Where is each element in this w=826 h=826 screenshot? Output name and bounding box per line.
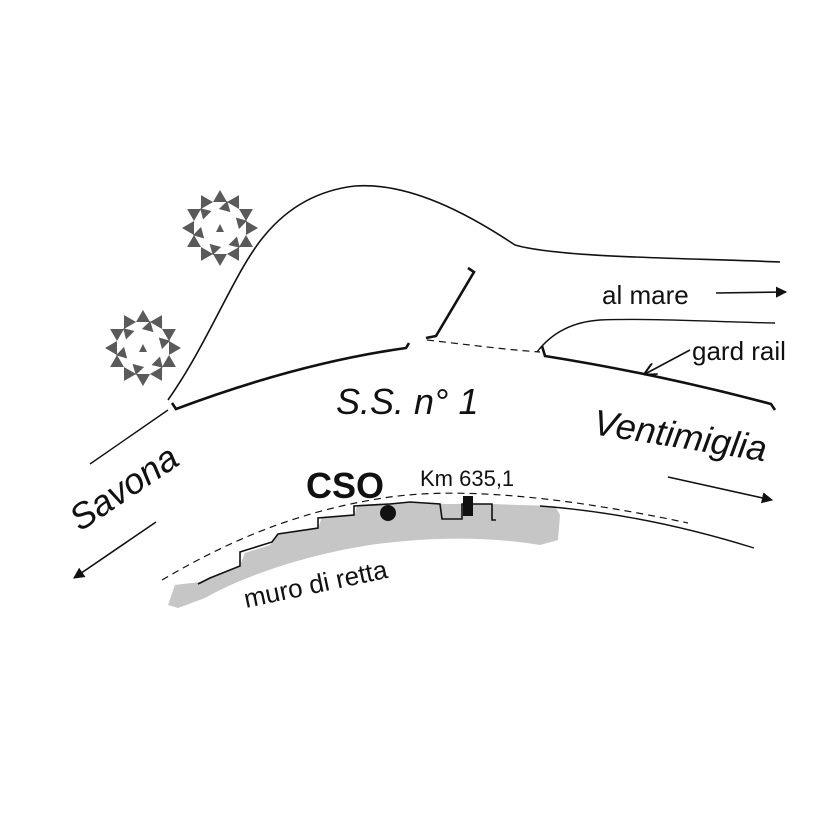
retaining-wall <box>168 502 560 608</box>
tree-icon <box>105 310 181 386</box>
station-dot-icon <box>380 505 396 521</box>
label-station: CSO <box>306 465 384 506</box>
tree-icon <box>182 190 258 266</box>
arrow-right-icon <box>667 476 774 504</box>
label-road: S.S. n° 1 <box>336 381 478 422</box>
arrow-right-icon <box>715 286 788 298</box>
km-marker-icon <box>463 496 473 516</box>
label-al-mare: al mare <box>602 280 689 310</box>
guardrail <box>170 266 777 411</box>
arrow-open-icon <box>645 349 691 374</box>
road-edge-dashed <box>161 492 689 581</box>
label-ventimiglia: Ventimiglia <box>591 401 770 469</box>
arrow-left-icon <box>73 521 157 579</box>
label-km: Km 635,1 <box>420 466 514 491</box>
road-edge-right <box>539 505 755 549</box>
coastline <box>536 318 776 353</box>
label-gard-rail: gard rail <box>692 336 786 366</box>
headland-outline <box>167 184 781 401</box>
label-savona: Savona <box>62 436 186 538</box>
wall-crest <box>197 501 496 585</box>
road-edge-left <box>89 409 169 465</box>
